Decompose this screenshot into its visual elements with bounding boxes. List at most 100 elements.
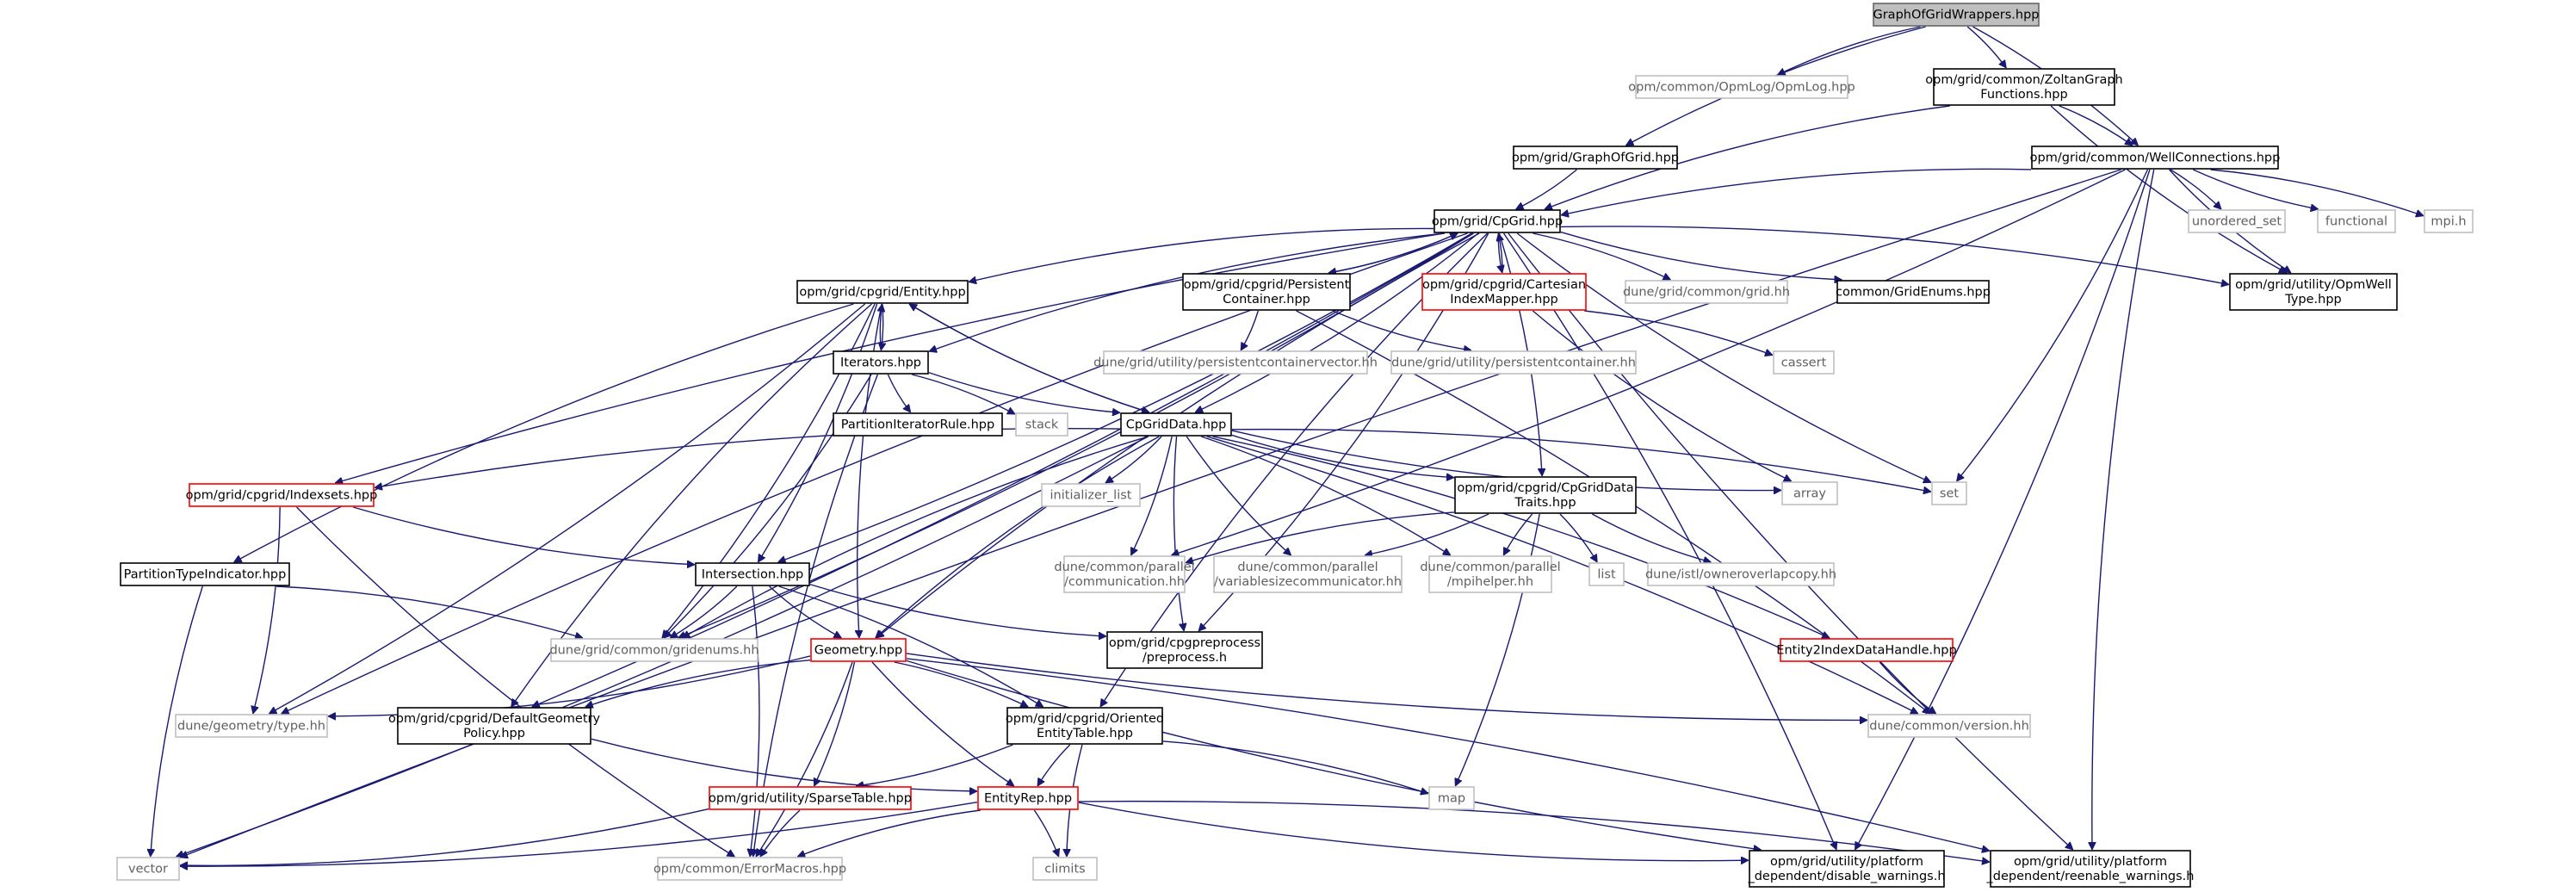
node-root[interactable]: GraphOfGridWrappers.hpp [1873,3,2040,27]
node-disablewarn[interactable]: opm/grid/utility/platform_dependent/disa… [1747,850,1946,888]
node-dunegrid: dune/grid/common/grid.hh [1623,280,1790,304]
node-label-cpgriddata: CpGridData.hpp [1126,418,1227,432]
node-iterators[interactable]: Iterators.hpp [833,350,929,375]
node-varsizecomm: dune/common/parallel/variablesizecommuni… [1213,555,1403,593]
edge-wellconn-to-unordered_set [2170,169,2221,209]
node-label-gridenums: common/GridEnums.hpp [1836,286,1991,300]
edge-entity-to-intersection [757,303,878,562]
edge-cpgrid-to-opmwelltype [1560,226,2229,285]
node-box-pcontainer [1390,350,1637,375]
edge-oriented-to-map [1162,740,1428,794]
node-array: array [1781,481,1838,505]
node-entityrep[interactable]: EntityRep.hpp [977,786,1079,810]
node-box-set [1931,481,1967,505]
node-box-dunegrid [1625,280,1788,304]
node-geometry[interactable]: Geometry.hpp [810,638,907,662]
node-label-cassert: cassert [1781,356,1827,370]
edge-geometry-to-disablewarn [906,660,1762,850]
node-label-pcontainer: dune/grid/utility/persistentcontainer.hh [1391,356,1636,370]
node-intersection[interactable]: Intersection.hpp [695,562,810,586]
node-label-opmwelltype: opm/grid/utility/OpmWell [2235,278,2392,292]
node-box-owneroverlap [1647,562,1835,586]
node-entity[interactable]: opm/grid/cpgrid/Entity.hpp [796,280,969,304]
edge-iterators-to-partitionrule [887,374,910,412]
node-box-functional [2317,209,2396,233]
node-box-mpi [2424,209,2474,233]
edge-cpgriddata-to-geometry [876,436,1160,638]
node-partitionrule[interactable]: PartitionIteratorRule.hpp [833,412,1003,437]
edge-defaultgeom-to-entityrep [591,738,977,791]
edge-intersection-to-gridenumshh [670,585,738,639]
node-label-datatraits: Traits.hpp [1514,496,1576,510]
node-label-set: set [1940,487,1959,501]
node-functional: functional [2317,209,2396,233]
edge-sparsetable-to-vector [180,808,709,866]
edge-datatraits-to-varsizecomm [1365,513,1489,555]
node-pcvector: dune/grid/utility/persistentcontainervec… [1093,350,1378,375]
node-wellconn[interactable]: opm/grid/common/WellConnections.hpp [2030,146,2281,170]
node-mpi: mpi.h [2424,209,2474,233]
node-label-cartesian: IndexMapper.hpp [1450,293,1557,307]
node-label-reenablewarn: opm/grid/utility/platform [2014,855,2167,869]
edge-cpgrid-to-disablewarn [1502,232,1837,850]
node-label-opmlog: opm/common/OpmLog/OpmLog.hpp [1628,81,1855,95]
node-label-climits: climits [1044,863,1085,877]
node-box-vector [116,857,180,881]
node-label-root: GraphOfGridWrappers.hpp [1873,9,2039,22]
node-label-wellconn: opm/grid/common/WellConnections.hpp [2030,152,2281,165]
node-label-entity: opm/grid/cpgrid/Entity.hpp [799,286,965,300]
node-graphofgrid[interactable]: opm/grid/GraphOfGrid.hpp [1512,146,1679,170]
node-reenablewarn[interactable]: opm/grid/utility/platform_dependent/reen… [1986,850,2195,888]
edge-entity-to-typehh [269,303,866,715]
node-box-cassert [1773,350,1835,375]
node-box-entityrep [977,786,1079,810]
node-box-communication [1063,555,1186,593]
edge-wellconn-to-communication [1171,169,2126,555]
node-box-persistent [1182,273,1351,311]
edge-cpgriddata-to-initlist [1105,436,1162,484]
node-box-indexsets [189,483,375,507]
node-defaultgeom[interactable]: opm/grid/cpgrid/DefaultGeometryPolicy.hp… [388,707,601,745]
node-box-partitionrule [833,412,1003,437]
edge-cpgriddata-to-entity [909,303,1150,413]
node-box-zoltan [1933,68,2115,106]
node-communication: dune/common/parallel/communication.hh [1054,555,1195,593]
node-label-dunegrid: dune/grid/common/grid.hh [1623,286,1790,300]
edge-datatraits-to-map [1455,513,1540,786]
node-entity2index[interactable]: Entity2IndexDataHandle.hpp [1776,638,1957,662]
node-cpgriddata[interactable]: CpGridData.hpp [1120,412,1232,437]
node-box-iterators [833,350,929,375]
edge-zoltan-to-opmwelltype [2050,105,2287,274]
edge-geometry-to-versionhh [906,653,1867,721]
node-label-unordered_set: unordered_set [2192,215,2282,229]
edge-root-to-zoltan [1966,26,2006,68]
edge-oriented-to-entityrep [1037,744,1071,786]
edge-cartesian-to-cpgrid [1498,233,1502,274]
node-cpgrid[interactable]: opm/grid/CpGrid.hpp [1432,209,1563,233]
node-gridenums[interactable]: common/GridEnums.hpp [1836,280,1991,304]
node-sparsetable[interactable]: opm/grid/utility/SparseTable.hpp [709,786,912,810]
node-box-reenablewarn [1990,850,2191,888]
edge-cpgrid-to-dunegrid [1533,232,1670,280]
node-label-communication: dune/common/parallel [1054,561,1194,574]
node-label-owneroverlap: dune/istl/owneroverlapcopy.hh [1645,568,1836,582]
node-preprocess[interactable]: opm/grid/cpgpreprocess/preprocess.h [1106,631,1263,669]
node-label-defaultgeom: opm/grid/cpgrid/DefaultGeometry [388,712,601,726]
edge-cpgrid-to-gridenumshh [678,232,1474,638]
node-label-disablewarn: opm/grid/utility/platform [1770,855,1923,869]
node-label-defaultgeom: Policy.hpp [463,727,525,740]
node-initlist: initializer_list [1041,483,1141,507]
edge-datatraits-to-owneroverlap [1591,513,1711,562]
edge-cpgrid-to-indexsets [335,232,1444,483]
node-box-datatraits [1454,476,1637,514]
node-indexsets[interactable]: opm/grid/cpgrid/Indexsets.hpp [186,483,378,507]
edge-cpgriddata-to-gridenumshh [682,436,1149,639]
node-partindicator[interactable]: PartitionTypeIndicator.hpp [120,562,290,586]
